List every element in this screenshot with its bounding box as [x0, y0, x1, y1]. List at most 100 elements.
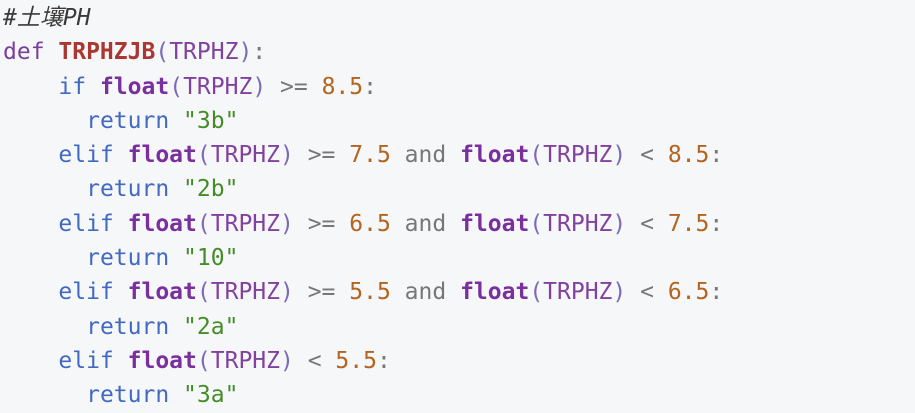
code-token-var: TRPHZ	[169, 39, 239, 66]
code-token-paren: )	[280, 347, 294, 374]
code-token-op: >=	[293, 279, 350, 306]
code-token-kw: return	[86, 176, 170, 203]
code-token-paren: (	[196, 279, 211, 306]
code-token-plain	[446, 279, 460, 305]
code-token-plain	[114, 211, 128, 237]
code-token-plain	[391, 142, 405, 168]
code-line: if float(TRPHZ) >= 8.5:	[3, 70, 915, 104]
code-token-op: and	[404, 142, 447, 169]
code-token-paren: (	[196, 142, 211, 169]
code-token-str: "10"	[183, 245, 239, 272]
code-line: elif float(TRPHZ) >= 7.5 and float(TRPHZ…	[3, 138, 915, 172]
code-token-op: and	[404, 279, 447, 306]
code-line: return "3a"	[3, 378, 915, 412]
code-token-plain	[446, 211, 460, 237]
code-token-paren: )	[252, 73, 267, 100]
code-token-str: "3a"	[183, 382, 239, 409]
code-token-builtin: float	[460, 279, 530, 306]
code-token-plain	[3, 348, 58, 374]
code-token-punct: :	[376, 347, 391, 374]
code-token-builtin: float	[460, 142, 530, 169]
code-token-builtin: float	[460, 210, 530, 237]
code-token-plain	[446, 142, 460, 168]
code-token-kw: return	[86, 107, 170, 134]
code-token-plain	[3, 74, 58, 100]
code-token-plain	[3, 108, 86, 134]
code-token-op: <	[626, 279, 668, 306]
code-token-builtin: float	[127, 347, 197, 374]
code-token-num: 6.5	[349, 210, 391, 237]
code-token-punct: :	[709, 142, 724, 169]
code-token-var: TRPHZ	[210, 279, 280, 306]
code-line: elif float(TRPHZ) < 5.5:	[3, 344, 915, 378]
code-token-plain	[3, 279, 58, 305]
code-token-punct: :	[363, 73, 377, 100]
code-token-str: "2a"	[183, 313, 239, 340]
code-token-op: and	[404, 210, 447, 237]
code-token-builtin: float	[99, 73, 170, 100]
code-line: def TRPHZJB(TRPHZ):	[3, 35, 915, 69]
code-token-num: 7.5	[349, 142, 391, 169]
code-token-punct: :	[252, 39, 267, 66]
code-token-plain	[169, 314, 183, 340]
code-token-builtin: float	[127, 210, 197, 237]
code-token-plain	[169, 245, 183, 271]
code-token-var: TRPHZ	[543, 210, 613, 237]
code-token-kw: return	[86, 313, 170, 340]
code-token-paren: )	[612, 279, 627, 306]
code-token-plain	[3, 314, 86, 340]
code-token-num: 8.5	[321, 73, 364, 100]
code-token-var: TRPHZ	[210, 142, 280, 169]
code-token-paren: (	[196, 210, 211, 237]
code-line: #土壤PH	[3, 1, 915, 35]
code-token-var: TRPHZ	[543, 279, 613, 306]
code-token-op: >=	[293, 142, 350, 169]
code-token-plain	[3, 211, 58, 237]
code-line: elif float(TRPHZ) >= 6.5 and float(TRPHZ…	[3, 207, 915, 241]
code-token-paren: )	[612, 210, 627, 237]
code-line: return "2b"	[3, 172, 915, 206]
code-token-kw: elif	[58, 347, 114, 374]
code-token-num: 6.5	[667, 279, 710, 306]
code-token-kw: return	[86, 382, 170, 409]
code-line: return "10"	[3, 241, 915, 275]
code-token-op: <	[626, 210, 668, 237]
code-token-var: TRPHZ	[210, 347, 280, 374]
code-token-plain	[3, 245, 86, 271]
code-token-builtin: float	[127, 142, 197, 169]
code-line: return "3b"	[3, 104, 915, 138]
code-token-kw: elif	[58, 279, 114, 306]
code-token-num: 7.5	[667, 210, 710, 237]
code-token-builtin: float	[127, 279, 197, 306]
code-token-paren: (	[169, 73, 184, 100]
code-token-num: 5.5	[349, 279, 391, 306]
code-token-plain	[391, 211, 405, 237]
code-token-var: TRPHZ	[543, 142, 613, 169]
code-token-var: TRPHZ	[210, 210, 280, 237]
code-token-plain	[169, 176, 183, 202]
code-token-str: "3b"	[183, 107, 239, 134]
code-token-op: <	[626, 142, 668, 169]
code-token-kw: if	[58, 73, 87, 100]
code-token-storage: def	[3, 39, 59, 66]
code-token-paren: (	[529, 279, 544, 306]
code-token-kw: return	[86, 245, 170, 272]
code-token-plain	[86, 74, 100, 100]
code-token-plain	[391, 279, 405, 305]
code-token-plain	[3, 142, 58, 168]
code-token-op: >=	[293, 210, 350, 237]
code-token-paren: )	[280, 279, 294, 306]
code-token-punct: :	[709, 210, 724, 237]
code-token-plain	[114, 279, 128, 305]
code-token-paren: (	[196, 347, 211, 374]
code-token-var: TRPHZ	[183, 73, 253, 100]
code-token-punct: :	[709, 279, 724, 306]
code-token-comment: #土壤PH	[3, 5, 91, 31]
code-token-paren: (	[529, 142, 544, 169]
code-token-plain	[3, 382, 86, 408]
code-token-plain	[3, 176, 86, 202]
code-token-kw: elif	[58, 210, 114, 237]
code-token-func: TRPHZJB	[58, 39, 156, 66]
code-token-paren: )	[280, 142, 294, 169]
